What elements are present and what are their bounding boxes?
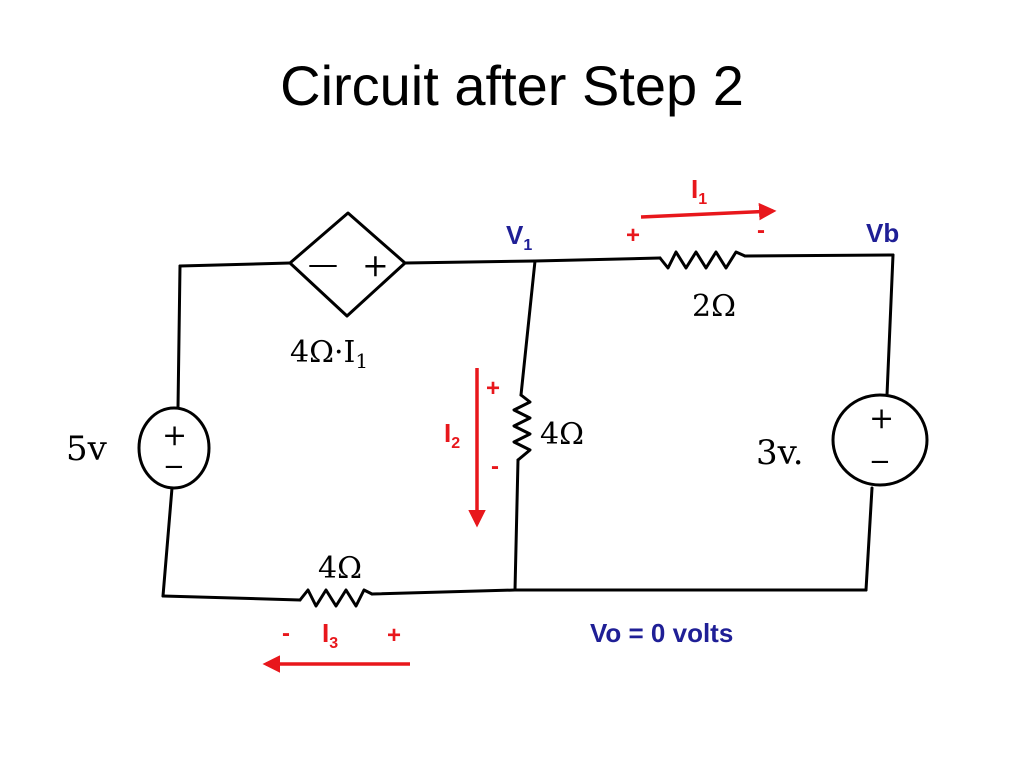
current-i2-minus: - [491, 453, 499, 480]
resistor-bottom-label: 4Ω [318, 551, 362, 586]
wire-right-upper [885, 253, 895, 397]
wire-top-mid [403, 259, 537, 265]
resistor-middle-4ohm [512, 393, 532, 462]
voltage-source-3v-plus: + [869, 401, 894, 436]
node-v1-label: V1 [506, 220, 532, 254]
wire-mid-upper [519, 259, 537, 397]
resistor-bottom-4ohm [298, 588, 374, 608]
voltage-source-5v-label: 5v [66, 429, 108, 469]
current-i1-arrow [640, 202, 777, 221]
current-i3-minus: - [282, 620, 290, 647]
voltage-source-5v-minus: − [163, 452, 185, 482]
wire-left-lower [161, 486, 174, 598]
wire-to-2ohm [533, 256, 662, 263]
current-i2-label: I2 [444, 418, 460, 452]
current-i3-label: I3 [322, 618, 338, 652]
dependent-source-diamond [288, 211, 407, 318]
resistor-middle-label: 4Ω [540, 417, 584, 452]
dependent-source-minus: — [308, 247, 338, 282]
voltage-source-3v-label: 3v. [756, 433, 804, 473]
voltage-source-5v-plus: + [162, 418, 187, 453]
wire-mid-lower [513, 458, 520, 592]
result-vo: Vo = 0 volts [590, 618, 733, 648]
wire-right-lower [864, 486, 874, 592]
wire-left-upper [176, 264, 182, 410]
current-i3-plus: + [387, 622, 401, 649]
resistor-2ohm [658, 250, 747, 270]
wire-bottom-mid [370, 588, 517, 596]
current-i2-plus: + [486, 375, 500, 402]
node-vb-label: Vb [866, 218, 899, 248]
slide-title: Circuit after Step 2 [280, 54, 744, 117]
current-i1-minus: - [757, 217, 765, 244]
wire-top-left [178, 261, 292, 268]
dependent-source-plus: + [362, 246, 389, 284]
wire-bottom-left [161, 594, 302, 602]
current-i1-label: I1 [691, 174, 707, 208]
dependent-source-label: 4Ω·I1 [290, 335, 368, 373]
wire-to-vb [743, 253, 895, 258]
voltage-source-3v [831, 393, 929, 487]
voltage-source-5v [137, 406, 211, 490]
resistor-2ohm-label: 2Ω [692, 289, 736, 324]
wires [161, 253, 895, 602]
voltage-source-3v-minus: − [869, 447, 891, 477]
current-i1-plus: + [626, 222, 640, 249]
